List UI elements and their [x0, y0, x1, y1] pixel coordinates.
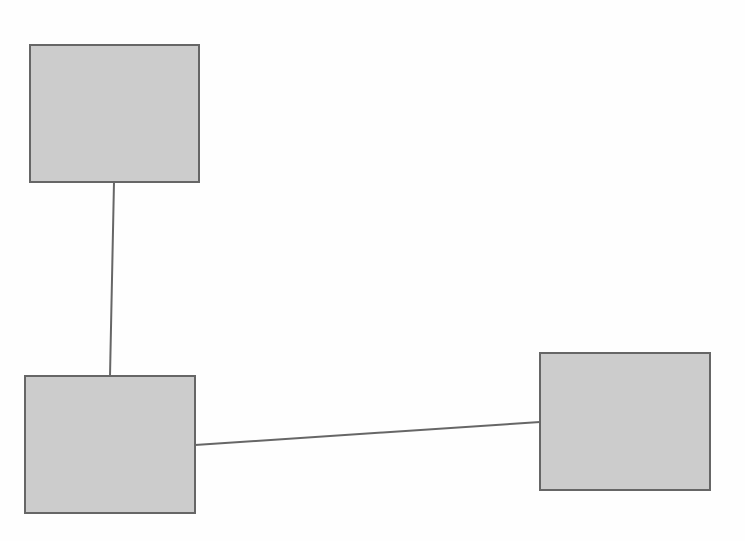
edge-bottom-left-to-right	[194, 421, 541, 446]
edges-layer	[109, 181, 541, 446]
node-right[interactable]	[539, 352, 711, 491]
node-right-box[interactable]	[539, 352, 711, 491]
node-bottom-left-box[interactable]	[24, 375, 196, 514]
nodes-layer	[24, 44, 711, 514]
node-top-left-box[interactable]	[29, 44, 200, 183]
node-bottom-left[interactable]	[24, 375, 196, 514]
edge-top-left-to-bottom-left	[109, 181, 115, 377]
node-top-left[interactable]	[29, 44, 200, 183]
